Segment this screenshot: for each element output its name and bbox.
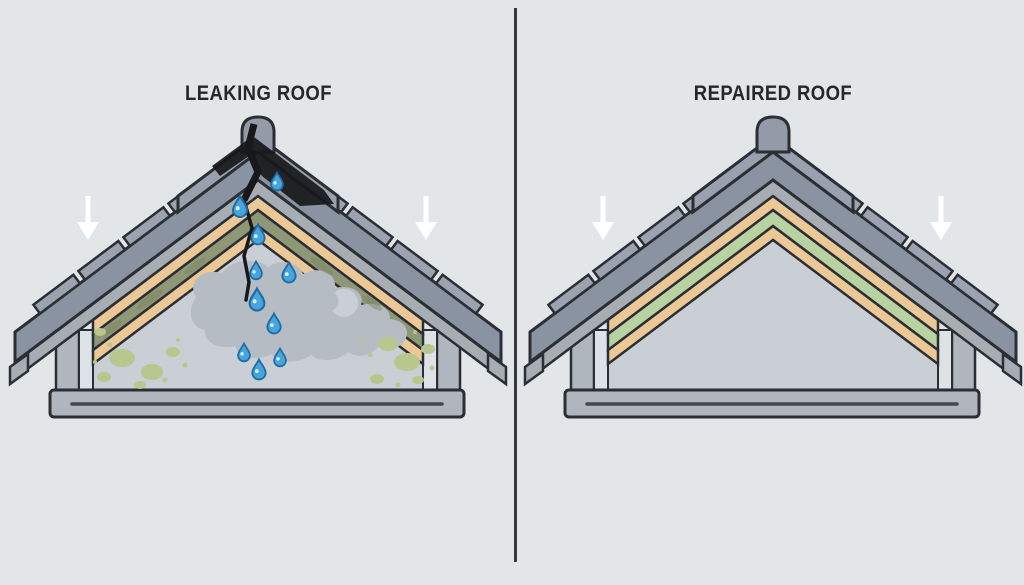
leaking-roof-title: LEAKING ROOF: [58, 82, 458, 106]
leaking-roof-illustration: [10, 117, 506, 417]
insulation-mold-mottle: [102, 257, 382, 336]
leak-darkening: [246, 134, 334, 206]
ridge-crack: [242, 198, 254, 302]
divider-line: [514, 8, 517, 562]
leak-darkening: [212, 138, 252, 176]
leaking-roof-title-text: LEAKING ROOF: [184, 82, 332, 105]
ridge-crack: [240, 123, 262, 202]
damp-stain: [190, 260, 408, 362]
repaired-roof-title: REPAIRED ROOF: [573, 82, 973, 106]
repaired-roof-illustration: [525, 117, 1021, 417]
repaired-roof-title-text: REPAIRED ROOF: [693, 82, 853, 105]
mold-patch-left: [93, 328, 188, 389]
damp-stain-spot: [317, 290, 339, 312]
mold-patch-right: [360, 330, 435, 388]
